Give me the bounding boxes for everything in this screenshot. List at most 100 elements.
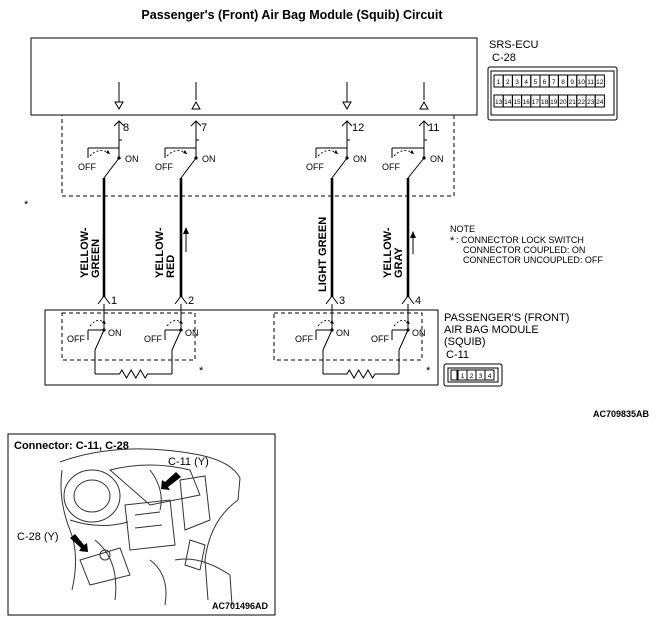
inset-frame bbox=[7, 433, 276, 616]
note-line: CONNECTOR UNCOUPLED: OFF bbox=[463, 255, 603, 265]
switch-off-label: OFF bbox=[295, 334, 313, 344]
switch-off-label: OFF bbox=[144, 334, 162, 344]
switch-on-label: ON bbox=[353, 154, 367, 164]
switch-contact bbox=[406, 328, 410, 332]
dashboard-illustration bbox=[59, 448, 241, 606]
connector-pin-number: 24 bbox=[596, 99, 604, 106]
ecu-terminal-label: 8 bbox=[123, 122, 129, 134]
airbag-module-box bbox=[44, 309, 439, 386]
connector-pin-number: 9 bbox=[570, 79, 574, 86]
note-line: : CONNECTOR LOCK SWITCH bbox=[456, 235, 584, 245]
switch-contact bbox=[330, 328, 334, 332]
ecu-input-arrows bbox=[114, 82, 429, 111]
arrow-head-icon bbox=[330, 320, 334, 324]
connector-pin-number: 13 bbox=[495, 99, 503, 106]
connector-pin-number: 14 bbox=[504, 99, 512, 106]
harness-wires bbox=[102, 178, 410, 297]
switch-contact bbox=[345, 156, 349, 160]
switch-contact bbox=[422, 156, 426, 160]
module-lock-switch-boundary-right bbox=[273, 312, 423, 361]
module-terminal-label: 2 bbox=[188, 295, 194, 307]
arrow-head-icon bbox=[183, 150, 187, 154]
ecu-terminal-label: 11 bbox=[428, 122, 439, 134]
module-terminal-switch: OFF ON bbox=[67, 304, 122, 357]
arrow-head-icon bbox=[334, 150, 338, 154]
connector-pin-number: 16 bbox=[523, 99, 531, 106]
switch-off-label: OFF bbox=[382, 162, 400, 172]
wire-color-label: YELLOW- bbox=[79, 227, 91, 278]
connector-pin-number: 21 bbox=[569, 99, 577, 106]
ecu-lock-switch-boundary bbox=[61, 114, 455, 197]
switch-off-label: OFF bbox=[371, 334, 389, 344]
switch-off-label: OFF bbox=[306, 162, 324, 172]
connector-pin-number: 22 bbox=[578, 99, 586, 106]
connector-pin-cell bbox=[484, 369, 495, 381]
switch-blade bbox=[398, 329, 409, 351]
inset-code: AC701496AD bbox=[212, 601, 269, 611]
connector-pin-number: 4 bbox=[524, 79, 528, 86]
module-terminal-arrows bbox=[97, 295, 415, 305]
callout-c11: C-11 (Y) bbox=[168, 456, 209, 468]
ecu-terminal-switch: OFF ON bbox=[306, 120, 367, 179]
connector-pin-number: 19 bbox=[550, 99, 558, 106]
connector-pin-number: 1 bbox=[461, 373, 465, 380]
squib-resistor bbox=[94, 357, 173, 379]
wire-color-label: GRAY bbox=[393, 247, 405, 278]
wire-color-label: GREEN bbox=[90, 239, 102, 278]
module-name-line: (SQUIB) bbox=[444, 336, 486, 348]
inset-title: Connector: C-11, C-28 bbox=[14, 440, 129, 452]
module-asterisk: * bbox=[199, 365, 204, 377]
switch-on-label: ON bbox=[125, 154, 139, 164]
lock-switch-note: NOTE * : CONNECTOR LOCK SWITCH CONNECTOR… bbox=[450, 224, 603, 265]
switch-off-label: OFF bbox=[67, 334, 85, 344]
callout-arrow-icon bbox=[70, 534, 88, 552]
module-label: PASSENGER'S (FRONT) AIR BAG MODULE (SQUI… bbox=[444, 312, 569, 361]
ecu-asterisk: * bbox=[24, 199, 29, 211]
ecu-connector-id: C-28 bbox=[492, 52, 516, 64]
switch-contact bbox=[194, 156, 198, 160]
arrow-up-icon bbox=[410, 231, 416, 238]
note-marker: * bbox=[450, 235, 455, 247]
switch-blade bbox=[171, 329, 182, 351]
module-lock-switch-boundary-left bbox=[61, 312, 196, 361]
callout-arrow-icon bbox=[161, 472, 181, 490]
srs-ecu-box bbox=[30, 37, 478, 116]
switch-blade bbox=[103, 157, 120, 179]
ecu-name: SRS-ECU bbox=[489, 39, 539, 51]
connector-pin-number: 1 bbox=[497, 79, 501, 86]
connector-pin-number: 18 bbox=[541, 99, 549, 106]
module-terminal-label: 3 bbox=[339, 295, 345, 307]
connector-pin-number: 17 bbox=[532, 99, 540, 106]
module-connector-id: C-11 bbox=[446, 349, 469, 361]
connector-pin-number: 6 bbox=[543, 79, 547, 86]
switch-off-label: OFF bbox=[155, 162, 173, 172]
connector-pin-number: 4 bbox=[488, 373, 492, 380]
switch-blade bbox=[322, 329, 333, 351]
connector-location-inset: Connector: C-11, C-28 C-11 (Y) C-28 (Y) … bbox=[7, 433, 276, 616]
switch-contact bbox=[179, 328, 183, 332]
connector-pin-number: 2 bbox=[470, 373, 474, 380]
connector-pin-number: 3 bbox=[515, 79, 519, 86]
arrow-head-icon bbox=[406, 320, 410, 324]
connector-pin-number: 10 bbox=[578, 79, 586, 86]
arrow-head-icon bbox=[102, 320, 106, 324]
switch-on-label: ON bbox=[108, 328, 122, 338]
note-line: CONNECTOR COUPLED: ON bbox=[463, 245, 585, 255]
switch-blade bbox=[180, 157, 197, 179]
module-asterisk: * bbox=[426, 365, 431, 377]
diagram-title: Passenger's (Front) Air Bag Module (Squi… bbox=[141, 8, 443, 22]
arrow-head-icon bbox=[410, 150, 414, 154]
switch-blade bbox=[94, 329, 105, 351]
wire-color-label: RED bbox=[165, 255, 177, 278]
connector-pin-number: 2 bbox=[506, 79, 510, 86]
figure-code: AC709835AB bbox=[593, 409, 650, 419]
module-name-line: PASSENGER'S (FRONT) bbox=[444, 312, 569, 324]
ecu-terminal-label: 7 bbox=[201, 122, 207, 134]
